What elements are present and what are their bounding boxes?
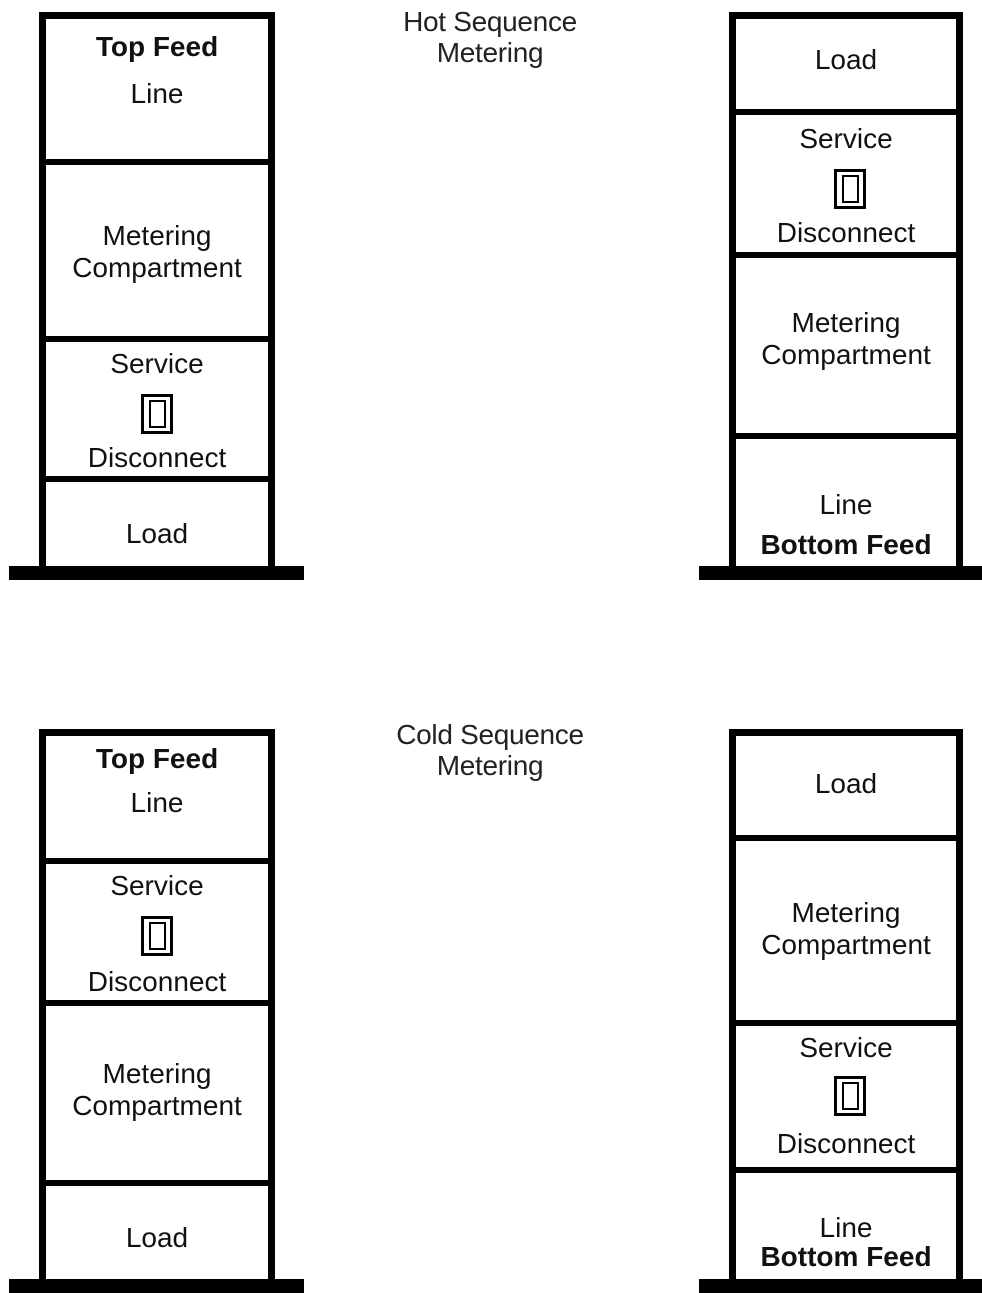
line-compartment: Top Feed Line	[46, 19, 268, 159]
hot-sequence-title-line2: Metering	[436, 37, 544, 68]
line-compartment: Line Bottom Feed	[736, 439, 956, 573]
load-compartment: Load	[736, 19, 956, 109]
disconnect-switch-icon	[834, 169, 866, 209]
load-compartment: Load	[46, 482, 268, 573]
feed-label: Bottom Feed	[760, 1241, 932, 1272]
compartment-divider	[736, 835, 956, 841]
compartment-divider	[46, 159, 268, 165]
line-label: Line	[819, 489, 873, 520]
line-label: Line	[130, 787, 184, 818]
disconnect-switch-icon	[141, 916, 173, 956]
hot-sequence-title: Hot Sequence Metering	[370, 6, 610, 68]
compartment-divider	[46, 476, 268, 482]
compartment-divider	[46, 1180, 268, 1186]
feed-label: Top Feed	[95, 743, 219, 774]
compartment-divider	[736, 109, 956, 115]
compartment-divider	[736, 1167, 956, 1173]
cold-sequence-title-line1: Cold Sequence	[396, 719, 584, 750]
cold-bottom-feed-stack: Load Metering Compartment Service Discon…	[729, 729, 963, 1279]
base-line	[699, 566, 982, 580]
metering-compartment: Metering Compartment	[736, 841, 956, 1020]
metering-compartment: Metering Compartment	[46, 1006, 268, 1180]
feed-label: Top Feed	[95, 31, 219, 62]
hot-top-feed-stack: Top Feed Line Metering Compartment Servi…	[39, 12, 275, 566]
metering-label: Metering	[791, 307, 901, 338]
compartment-divider	[736, 1020, 956, 1026]
load-label: Load	[125, 1222, 189, 1253]
service-disconnect-compartment: Service Disconnect	[46, 342, 268, 476]
line-compartment: Top Feed Line	[46, 736, 268, 858]
load-label: Load	[814, 768, 878, 799]
disconnect-switch-icon	[834, 1076, 866, 1116]
cold-top-feed-stack: Top Feed Line Service Disconnect Meterin…	[39, 729, 275, 1279]
service-disconnect-compartment: Service Disconnect	[736, 115, 956, 252]
compartment-label: Compartment	[761, 339, 931, 370]
disconnect-label: Disconnect	[776, 217, 916, 248]
service-label: Service	[110, 348, 204, 379]
load-compartment: Load	[736, 736, 956, 835]
service-disconnect-compartment: Service Disconnect	[46, 864, 268, 1000]
disconnect-label: Disconnect	[87, 966, 227, 997]
compartment-divider	[46, 858, 268, 864]
base-line	[699, 1279, 982, 1293]
service-disconnect-compartment: Service Disconnect	[736, 1026, 956, 1167]
service-label: Service	[799, 123, 893, 154]
base-line	[9, 1279, 304, 1293]
load-label: Load	[125, 518, 189, 549]
compartment-divider	[46, 336, 268, 342]
metering-label: Metering	[791, 897, 901, 928]
line-label: Line	[130, 78, 184, 109]
compartment-label: Compartment	[761, 929, 931, 960]
metering-label: Metering	[102, 1058, 212, 1089]
hot-bottom-feed-stack: Load Service Disconnect Metering Compart…	[729, 12, 963, 566]
load-compartment: Load	[46, 1186, 268, 1286]
compartment-divider	[46, 1000, 268, 1006]
metering-label: Metering	[102, 220, 212, 251]
metering-compartment: Metering Compartment	[736, 258, 956, 433]
compartment-label: Compartment	[72, 252, 242, 283]
feed-label: Bottom Feed	[760, 529, 932, 560]
metering-compartment: Metering Compartment	[46, 165, 268, 336]
base-line	[9, 566, 304, 580]
disconnect-switch-icon	[141, 394, 173, 434]
line-compartment: Line Bottom Feed	[736, 1173, 956, 1286]
service-label: Service	[110, 870, 204, 901]
cold-sequence-title: Cold Sequence Metering	[365, 719, 615, 781]
compartment-divider	[736, 252, 956, 258]
compartment-label: Compartment	[72, 1090, 242, 1121]
disconnect-label: Disconnect	[87, 442, 227, 473]
cold-sequence-title-line2: Metering	[436, 750, 544, 781]
hot-sequence-title-line1: Hot Sequence	[403, 6, 577, 37]
line-label: Line	[819, 1212, 873, 1243]
disconnect-label: Disconnect	[776, 1128, 916, 1159]
load-label: Load	[814, 44, 878, 75]
compartment-divider	[736, 433, 956, 439]
service-label: Service	[799, 1032, 893, 1063]
